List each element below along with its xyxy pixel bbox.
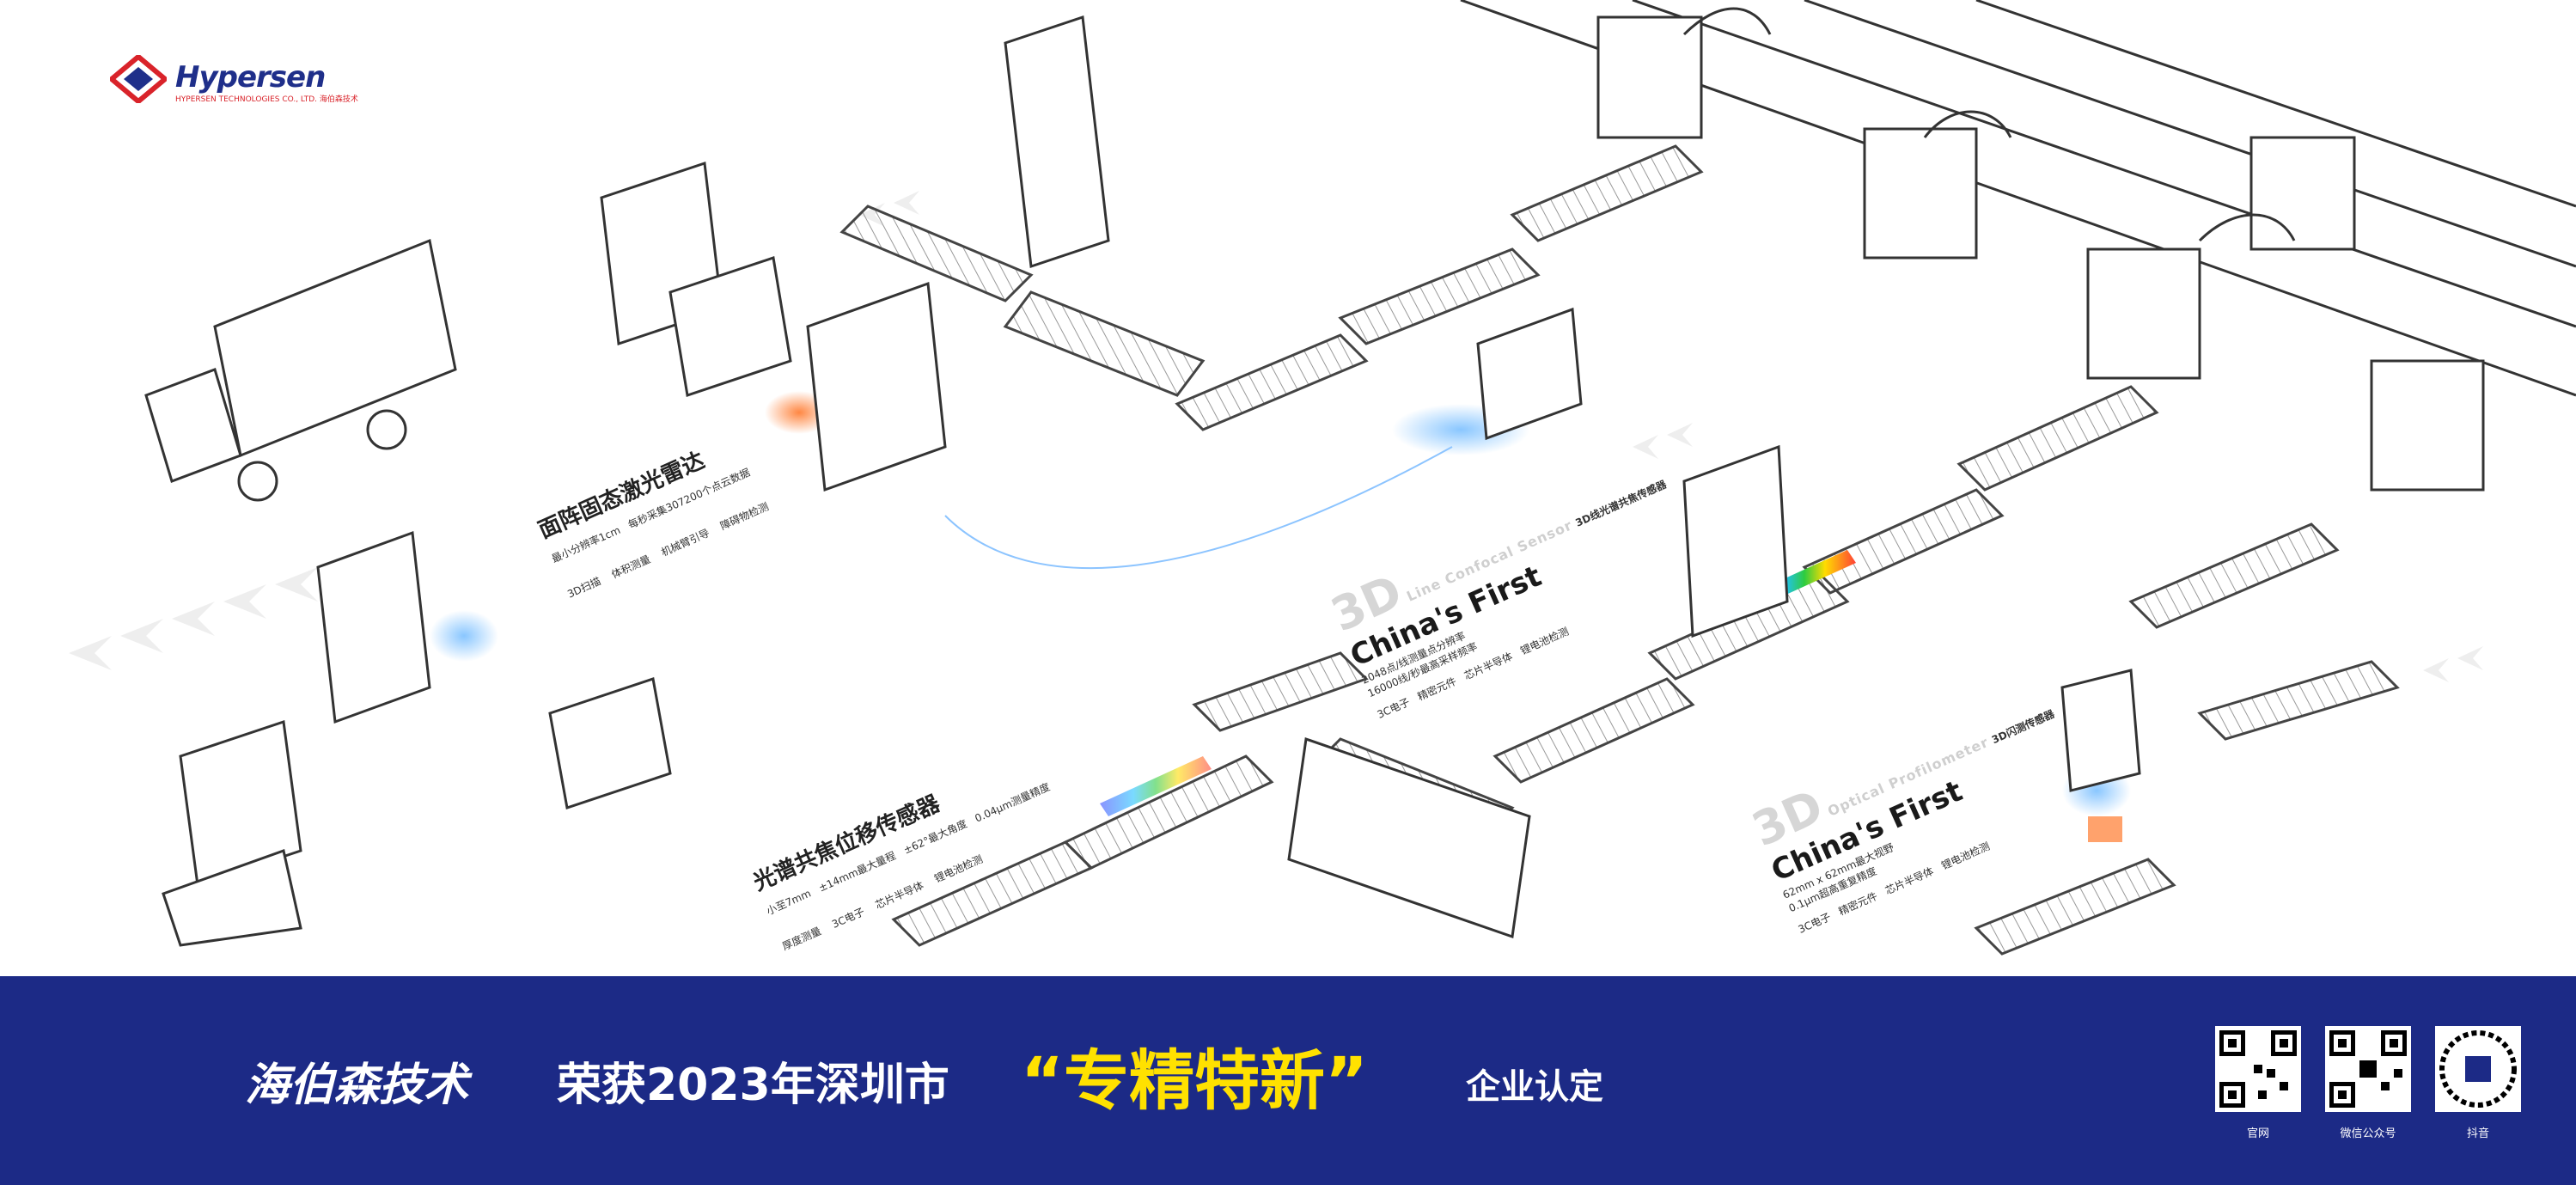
factory-illustration [69, 0, 2576, 956]
qr-website[interactable] [2215, 1026, 2301, 1112]
logo-subtitle-en: HYPERSEN TECHNOLOGIES CO., LTD. [175, 95, 317, 104]
banner-honor: 荣获2023年深圳市 [557, 1060, 949, 1111]
qr-code-icon [2215, 1026, 2301, 1112]
banner-award: “专精特新” [1021, 1042, 1368, 1119]
qr-douyin[interactable] [2435, 1026, 2521, 1112]
company-logo: Hypersen HYPERSEN TECHNOLOGIES CO., LTD.… [107, 53, 358, 107]
logo-subtitle: HYPERSEN TECHNOLOGIES CO., LTD. 海伯森技术 [175, 93, 358, 104]
logo-subtitle-cn: 海伯森技术 [319, 95, 358, 104]
qr-website-label: 官网 [2246, 1127, 2269, 1140]
warehouse-objects [162, 15, 2141, 947]
illustration-scene: Hypersen HYPERSEN TECHNOLOGIES CO., LTD.… [69, 0, 2576, 956]
factory-structure [1460, 0, 2576, 492]
qr-code-icon [2435, 1026, 2521, 1112]
qr-wechat[interactable] [2325, 1026, 2411, 1112]
logo-mark-icon [107, 53, 169, 105]
qr-code-icon [2325, 1026, 2411, 1112]
banner-company: 海伯森技术 [245, 1060, 469, 1111]
qr-douyin-label: 抖音 [2466, 1127, 2489, 1140]
banner-suffix: 企业认定 [1466, 1067, 1603, 1107]
award-banner: 海伯森技术 荣获2023年深圳市 “专精特新” 企业认定 官网 微信公众号 抖音 [0, 976, 2576, 1185]
qr-wechat-label: 微信公众号 [2340, 1127, 2396, 1140]
conveyor-belts [839, 144, 2400, 956]
truck [144, 238, 457, 502]
logo-brand: Hypersen [175, 60, 326, 95]
